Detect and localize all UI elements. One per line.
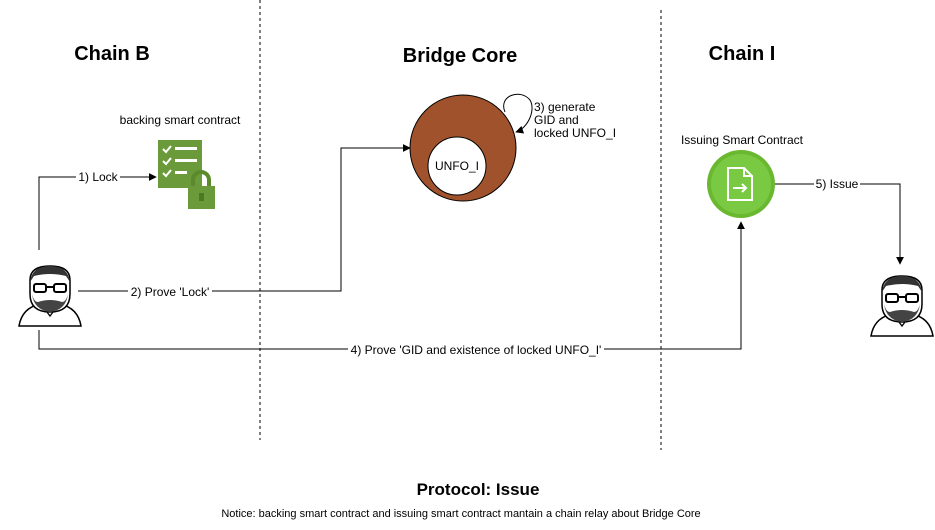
footer-notice: Notice: backing smart contract and issui… xyxy=(221,508,700,520)
arrow-issue xyxy=(775,183,904,265)
step-issue-label: 5) Issue xyxy=(816,177,859,191)
step-prove-gid-label: 4) Prove 'GID and existence of locked UN… xyxy=(351,343,602,357)
unfo-circle xyxy=(427,136,487,196)
protocol-title: Protocol: Issue xyxy=(417,480,540,499)
checklist-lock-icon xyxy=(158,140,215,209)
arrow-lock xyxy=(38,173,157,250)
column-title-chain-i: Chain I xyxy=(709,43,776,65)
backing-contract-label: backing smart contract xyxy=(120,113,241,127)
user-avatar-icon xyxy=(18,265,82,327)
document-arrow-icon xyxy=(707,150,775,218)
generate-loop-arrow xyxy=(503,93,533,134)
column-title-chain-b: Chain B xyxy=(74,43,150,65)
unfo-label: UNFO_I xyxy=(435,159,479,173)
arrow-prove-lock xyxy=(78,144,411,292)
step-lock-label: 1) Lock xyxy=(78,170,118,184)
user-avatar-icon xyxy=(870,275,934,337)
step-prove-lock-label: 2) Prove 'Lock' xyxy=(131,285,210,299)
issuing-contract-label: Issuing Smart Contract xyxy=(681,133,804,147)
column-title-bridge-core: Bridge Core xyxy=(403,45,517,67)
generate-label: 3) generate GID and locked UNFO_I xyxy=(534,100,616,140)
